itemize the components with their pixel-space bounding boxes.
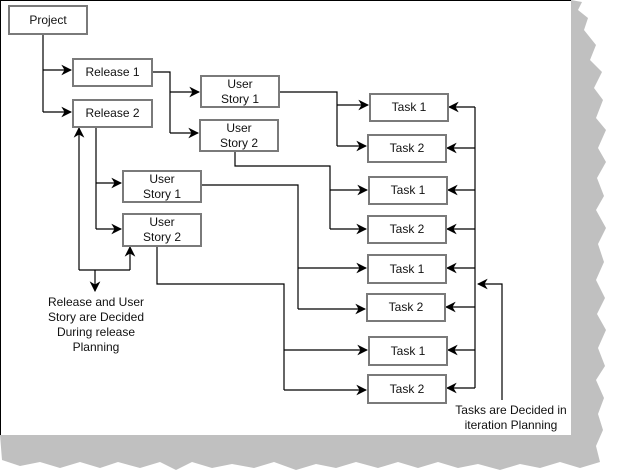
node-r1-user-story-2: User Story 2 (199, 119, 279, 152)
edge-release1-stories (152, 71, 171, 133)
node-task: Task 2 (367, 374, 447, 404)
node-release-2: Release 2 (72, 99, 153, 128)
edge-r2s2-tasks (156, 246, 285, 390)
node-task: Task 2 (366, 293, 446, 322)
node-r2-user-story-2: User Story 2 (122, 213, 202, 247)
node-task: Task 2 (367, 215, 447, 244)
release-planning-note: Release and User Story are Decided Durin… (47, 295, 145, 354)
node-task: Task 2 (367, 134, 447, 163)
node-project: Project (8, 5, 88, 35)
node-task: Task 1 (368, 336, 448, 366)
node-r2-user-story-1: User Story 1 (122, 170, 202, 203)
node-release-1: Release 1 (72, 58, 153, 87)
node-r1-user-story-1: User Story 1 (200, 75, 280, 108)
node-task: Task 1 (369, 93, 449, 122)
iteration-note-pointer (476, 278, 503, 400)
edge-r1s1-tasks (279, 91, 338, 146)
node-task: Task 1 (368, 176, 448, 205)
edge-r1s2-tasks (234, 151, 331, 229)
iteration-planning-note: Tasks are Decided in iteration Planning (455, 403, 567, 432)
node-task: Task 1 (367, 254, 447, 284)
